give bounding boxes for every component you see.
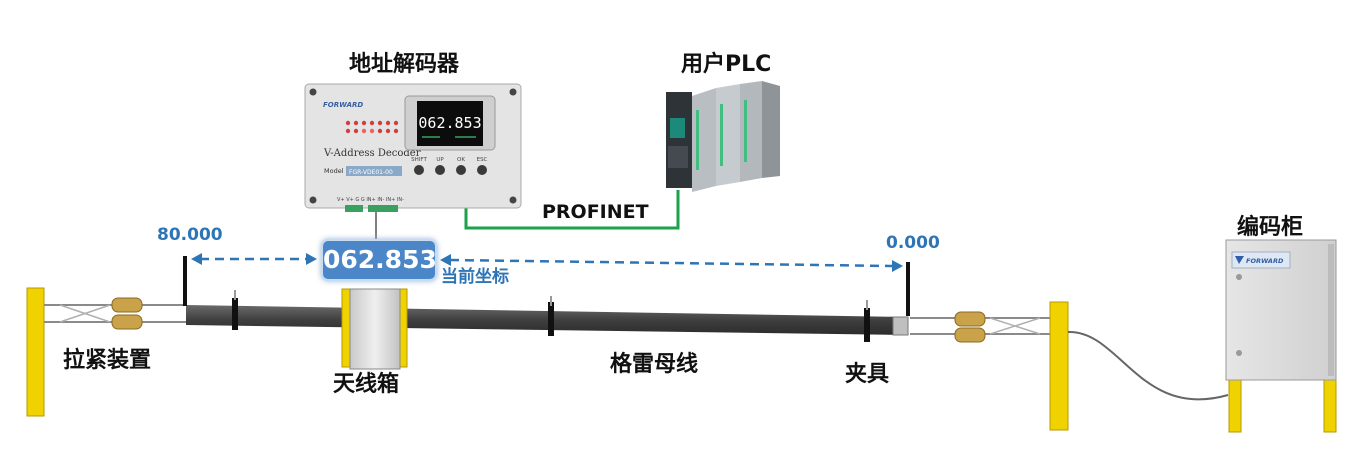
up-button-label: UP: [436, 157, 444, 163]
right-end-value: 0.000: [886, 233, 940, 253]
shift-button-label: SHIFT: [411, 157, 427, 163]
current-coordinate-label: 当前坐标: [441, 267, 509, 287]
middle-post: [1049, 301, 1069, 431]
ok-button-label: OK: [457, 157, 465, 163]
right-distance-arrow: [440, 254, 903, 272]
left-post: [26, 287, 45, 417]
decoder-led-grid: [345, 120, 399, 134]
gray-busbar: [186, 305, 909, 336]
profinet-label: PROFINET: [542, 201, 649, 223]
tensioner-label: 拉紧装置: [63, 348, 152, 373]
left-distance-arrow: [191, 253, 317, 265]
busbar-clamp: [232, 290, 870, 342]
decoder-brand: FORWARD: [323, 101, 363, 109]
right-tensioner: [910, 311, 1050, 343]
busbar-label: 格雷母线: [610, 352, 699, 377]
profinet-cable: [464, 190, 680, 230]
decoder-model-label: Model: [324, 167, 344, 175]
left-end-value: 80.000: [157, 225, 223, 245]
antenna-box-unit: [341, 288, 408, 370]
decoder-terminals: V+ V+ G G IN+ IN- IN+ IN-: [337, 197, 404, 203]
left-tensioner: [44, 297, 186, 330]
plc-device: [666, 81, 780, 192]
encoding-cabinet: FORWARD: [1225, 239, 1337, 381]
right-end-marker: [906, 262, 910, 316]
address-decoder-device: FORWARD V-Address Decoder Model FGR-VDE0…: [304, 83, 522, 212]
left-end-marker: [183, 256, 187, 306]
decoder-model: FGR-VDE01-00: [349, 169, 393, 176]
cabinet-cable: [1067, 330, 1229, 401]
decoder-buttons: SHIFT UP OK ESC: [411, 157, 488, 175]
cabinet-brand: FORWARD: [1246, 257, 1284, 265]
decoder-screen-value: 062.853: [418, 114, 481, 132]
esc-button-label: ESC: [477, 157, 488, 163]
antenna-box-label: 天线箱: [333, 372, 400, 397]
cabinet-post: [1228, 379, 1337, 433]
decoder-title: V-Address Decoder: [323, 148, 421, 159]
current-position-display: 062.853: [321, 239, 437, 281]
decoder-label: 地址解码器: [349, 52, 460, 77]
clamp-label: 夹具: [845, 362, 890, 387]
cabinet-label: 编码柜: [1237, 215, 1304, 240]
plc-label: 用户PLC: [681, 52, 772, 77]
